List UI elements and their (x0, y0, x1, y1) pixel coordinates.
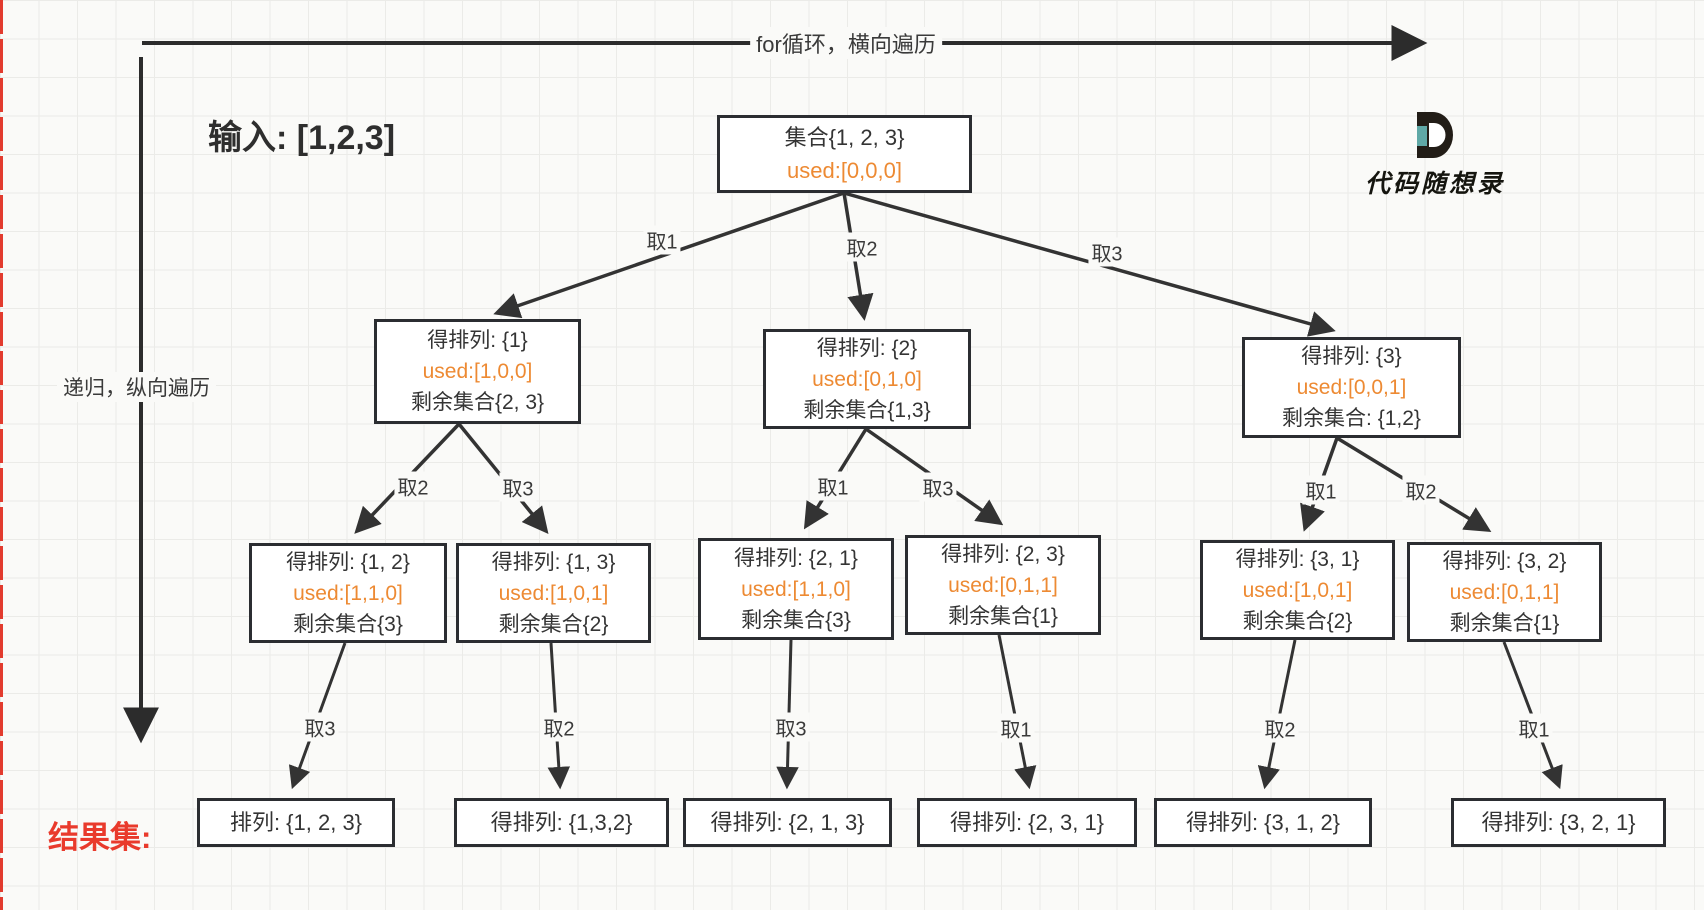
node-used: used:[0,0,1] (1296, 376, 1407, 399)
node-rest: 剩余集合{1,3} (803, 398, 931, 422)
node-used: used:[0,1,0] (812, 367, 922, 391)
input-label: 输入: [1,2,3] (208, 119, 396, 157)
edge-label-take1: 取1 (1302, 475, 1340, 505)
node-used: used:[0,1,1] (1449, 580, 1560, 604)
tree-node-perm-31: 得排列: {3, 1} used:[1,0,1] 剩余集合{2} (1200, 540, 1395, 640)
result-text: 得排列: {3, 2, 1} (1481, 810, 1636, 835)
logo-text: 代码随想录 (1364, 169, 1505, 198)
result-node-312: 得排列: {3, 1, 2} (1154, 798, 1372, 847)
edge-label-take2: 取2 (843, 232, 881, 262)
node-title: 得排列: {2} (816, 336, 918, 360)
result-node-321: 得排列: {3, 2, 1} (1451, 798, 1666, 847)
edge-label-take2: 取2 (1402, 475, 1440, 505)
tree-node-perm-21: 得排列: {2, 1} used:[1,1,0] 剩余集合{3} (698, 538, 894, 640)
result-text: 排列: {1, 2, 3} (229, 810, 363, 835)
node-title: 得排列: {3, 1} (1235, 547, 1360, 571)
root-used-line: used:[0,0,0] (787, 158, 902, 183)
tree-node-perm-3: 得排列: {3} used:[0,0,1] 剩余集合: {1,2} (1242, 337, 1461, 438)
tree-node-perm-12: 得排列: {1, 2} used:[1,1,0] 剩余集合{3} (249, 543, 447, 643)
result-text: 得排列: {1,3,2} (490, 810, 633, 835)
node-title: 得排列: {1, 2} (286, 550, 410, 574)
tree-node-perm-2: 得排列: {2} used:[0,1,0] 剩余集合{1,3} (763, 329, 971, 429)
node-title: 得排列: {2, 3} (941, 542, 1065, 566)
left-red-edge-marks (0, 0, 3, 910)
node-rest: 剩余集合{1} (948, 604, 1058, 628)
edge-label-take3: 取3 (919, 472, 957, 502)
tree-node-perm-13: 得排列: {1, 3} used:[1,0,1] 剩余集合{2} (456, 543, 651, 643)
edge-label-take3: 取3 (301, 712, 339, 742)
node-rest: 剩余集合{2} (498, 612, 609, 636)
result-text: 得排列: {3, 1, 2} (1185, 810, 1341, 835)
edge-label-take2: 取2 (540, 712, 578, 742)
recursion-axis-label: 递归，纵向遍历 (57, 372, 216, 402)
node-title: 得排列: {1} (427, 329, 528, 352)
node-rest: 剩余集合{1} (1449, 611, 1560, 635)
node-title: 得排列: {1, 3} (491, 550, 616, 574)
edge-label-take3: 取3 (1088, 237, 1126, 267)
edge-label-take2: 取2 (394, 471, 432, 501)
edge-label-take2: 取2 (1261, 713, 1299, 743)
node-title: 得排列: {2, 1} (734, 546, 858, 570)
result-node-213: 得排列: {2, 1, 3} (683, 798, 892, 847)
node-used: used:[1,0,0] (422, 360, 533, 383)
edge-label-take1: 取1 (814, 471, 852, 501)
node-used: used:[1,1,0] (293, 581, 403, 605)
result-node-132: 得排列: {1,3,2} (454, 798, 669, 847)
result-node-123: 排列: {1, 2, 3} (197, 798, 395, 847)
node-rest: 剩余集合: {1,2} (1282, 407, 1421, 430)
node-used: used:[1,0,1] (1242, 578, 1353, 602)
node-used: used:[0,1,1] (948, 573, 1058, 597)
node-title: 得排列: {3} (1301, 345, 1402, 368)
node-rest: 剩余集合{3} (741, 608, 851, 632)
tree-node-root: 集合{1, 2, 3} used:[0,0,0] (717, 115, 972, 193)
node-used: used:[1,0,1] (498, 581, 609, 605)
node-rest: 剩余集合{3} (293, 612, 403, 636)
edge-label-take3: 取3 (499, 472, 537, 502)
root-set-line: 集合{1, 2, 3} (784, 125, 905, 150)
node-used: used:[1,1,0] (741, 577, 851, 601)
logo: 代码随想录 (1350, 110, 1520, 200)
tree-node-perm-23: 得排列: {2, 3} used:[0,1,1] 剩余集合{1} (905, 535, 1101, 635)
node-title: 得排列: {3, 2} (1442, 549, 1567, 573)
node-rest: 剩余集合{2} (1242, 609, 1353, 633)
result-text: 得排列: {2, 3, 1} (949, 810, 1105, 835)
tree-node-perm-1: 得排列: {1} used:[1,0,0] 剩余集合{2, 3} (374, 319, 581, 424)
result-set-label: 结果集: (48, 820, 152, 855)
edge-label-take1: 取1 (997, 713, 1035, 743)
tree-node-perm-32: 得排列: {3, 2} used:[0,1,1] 剩余集合{1} (1407, 542, 1602, 642)
edge-label-take1: 取1 (643, 225, 681, 255)
edge-label-take3: 取3 (772, 712, 810, 742)
result-text: 得排列: {2, 1, 3} (710, 810, 865, 835)
for-loop-axis-label: for循环，横向遍历 (750, 27, 942, 59)
node-rest: 剩余集合{2, 3} (410, 391, 545, 414)
result-node-231: 得排列: {2, 3, 1} (917, 798, 1137, 847)
edge-label-take1: 取1 (1515, 713, 1553, 743)
logo-d-icon (1417, 112, 1453, 158)
